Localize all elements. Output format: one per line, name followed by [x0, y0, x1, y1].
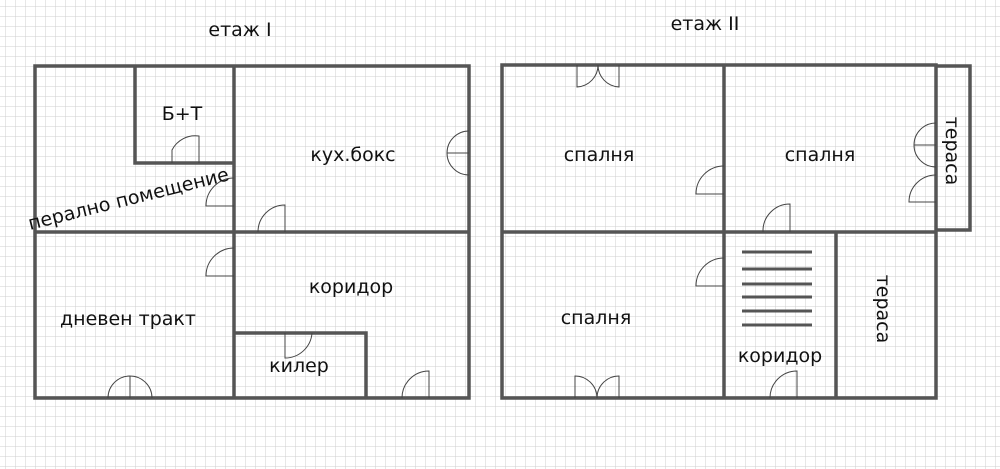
room-bedroom-1: спалня — [564, 144, 635, 166]
room-bath: Б+Т — [162, 103, 203, 125]
room-bedroom-2: спалня — [785, 144, 856, 166]
room-corridor: коридор — [738, 345, 822, 367]
room-living: дневен тракт — [60, 308, 196, 330]
floor-1-title: етаж I — [208, 19, 271, 41]
stairs-icon — [742, 250, 812, 327]
door-icons — [574, 64, 937, 399]
inner-walls — [35, 66, 469, 398]
door-icons — [107, 130, 470, 399]
room-kitchen: кух.бокс — [310, 144, 395, 166]
room-terrace-1: тераса — [941, 117, 963, 186]
inner-walls — [502, 64, 972, 398]
room-corridor: коридор — [309, 276, 393, 298]
room-terrace-2: тераса — [872, 275, 894, 344]
floor-2-title: етаж II — [671, 13, 740, 35]
room-pantry: килер — [269, 355, 329, 377]
room-bedroom-3: спалня — [561, 307, 632, 329]
floor-2: етаж II спалня спалня спалня тераса тера… — [500, 13, 972, 400]
